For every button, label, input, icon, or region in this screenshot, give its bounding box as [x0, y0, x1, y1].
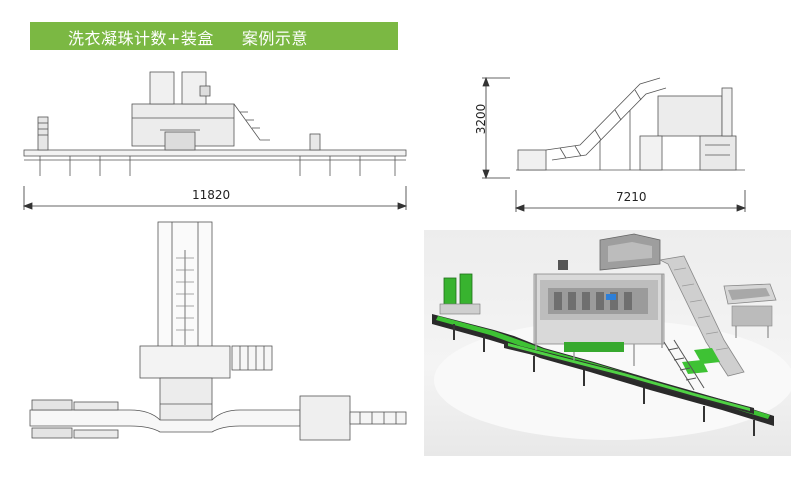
render-illustration	[432, 233, 791, 440]
page-title: 洗衣凝珠计数+装盒 案例示意	[68, 29, 308, 48]
title-banner: 洗衣凝珠计数+装盒 案例示意	[30, 22, 398, 50]
3d-render-image	[424, 230, 791, 456]
front-view-width-dimension: 11820	[192, 188, 231, 202]
side-view-height-dimension: 3200	[474, 103, 488, 135]
side-view-width-dimension: 7210	[616, 190, 647, 204]
